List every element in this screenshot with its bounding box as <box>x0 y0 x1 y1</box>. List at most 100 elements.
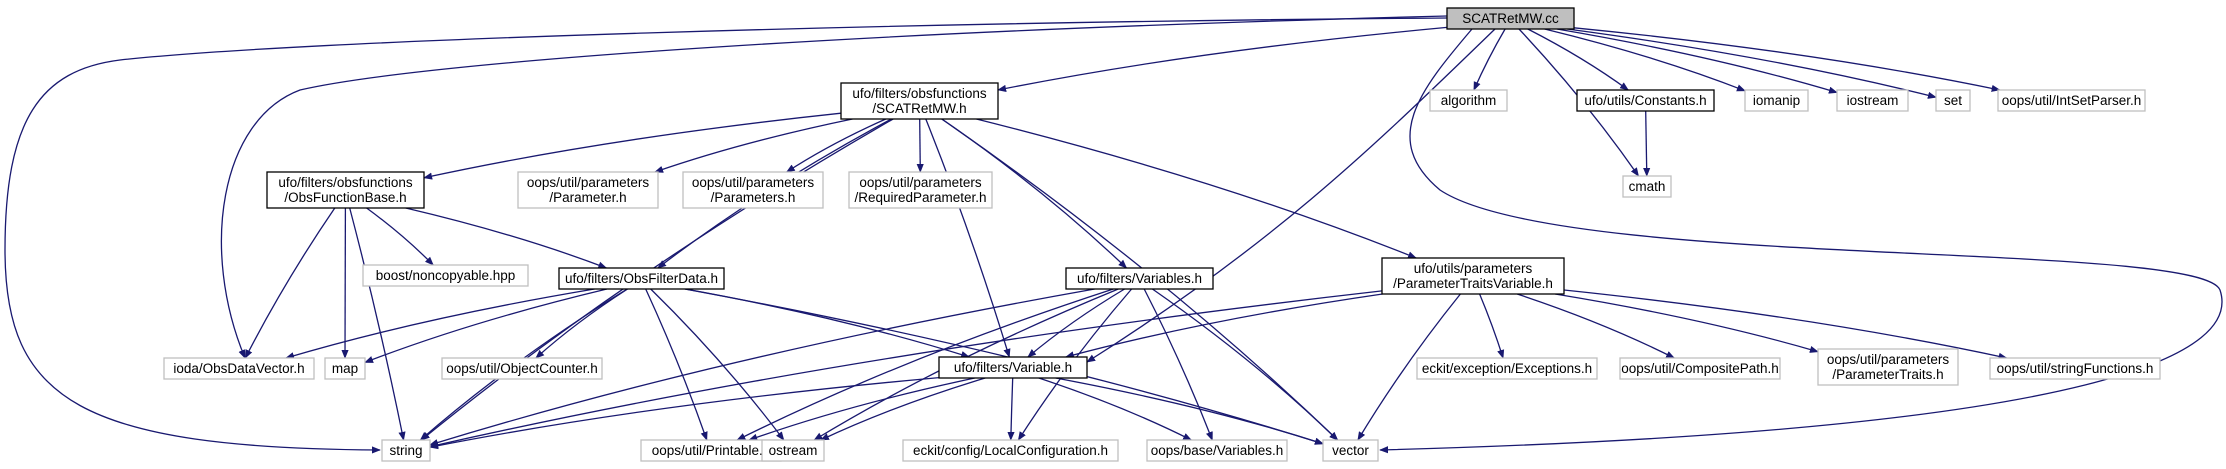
node-box <box>1446 7 1575 30</box>
node-box <box>938 356 1088 379</box>
edge-obsfilterdata_h-to-obsdatavector_h <box>285 288 595 360</box>
edge-scatretmw_cc-to-variable_h <box>1086 28 1496 363</box>
node-scatretmw_h[interactable]: ufo/filters/obsfunctions/SCATRetMW.h <box>840 82 999 120</box>
edge-scatretmw_h-to-requiredparameter_h <box>916 118 924 173</box>
node-box <box>1836 89 1909 112</box>
node-algorithm: algorithm <box>1429 89 1508 112</box>
node-parameters_h: oops/util/parameters/Parameters.h <box>682 171 824 209</box>
edge-variable_h-to-ostream <box>819 377 986 441</box>
edge-scatretmw_cc-to-iostream <box>1556 28 1838 94</box>
edge-variable_h-to-localconfiguration_h <box>1007 377 1015 441</box>
node-variable_h[interactable]: ufo/filters/Variable.h <box>938 356 1088 379</box>
node-box <box>1997 89 2146 112</box>
nodes-layer: SCATRetMW.cc ufo/filters/obsfunctions/SCA… <box>163 7 2161 462</box>
node-label: ostream <box>769 443 818 458</box>
node-variables_h[interactable]: ufo/filters/Variables.h <box>1065 267 1214 290</box>
node-label: string <box>389 443 422 458</box>
node-box <box>848 171 993 209</box>
node-label: /SCATRetMW.h <box>872 101 966 116</box>
node-scatretmw_cc[interactable]: SCATRetMW.cc <box>1446 7 1575 30</box>
node-paramtraitsvar_h[interactable]: ufo/utils/parameters/ParameterTraitsVari… <box>1381 257 1565 295</box>
node-label: cmath <box>1629 179 1666 194</box>
node-box <box>1381 257 1565 295</box>
node-parameter_h: oops/util/parameters/Parameter.h <box>517 171 659 209</box>
node-box <box>381 439 431 462</box>
node-box <box>1935 89 1971 112</box>
node-requiredparameter_h: oops/util/parameters/RequiredParameter.h <box>848 171 993 209</box>
node-label: /ObsFunctionBase.h <box>284 190 406 205</box>
node-box <box>1146 439 1288 462</box>
node-label: oops/util/Printable.h <box>652 443 771 458</box>
edge-variable_h-to-printable_h <box>748 377 975 441</box>
node-ostream: ostream <box>761 439 825 462</box>
node-label: oops/util/parameters <box>1827 352 1950 367</box>
edge-obsfilterdata_h-to-map <box>364 288 608 364</box>
node-label: ufo/utils/parameters <box>1414 261 1533 276</box>
node-box <box>1989 357 2161 380</box>
node-box <box>1622 175 1672 198</box>
edge-variables_h-to-vector <box>1152 288 1339 441</box>
node-box <box>1065 267 1214 290</box>
node-printable_h: oops/util/Printable.h <box>640 439 782 462</box>
node-label: oops/util/CompositePath.h <box>1621 361 1779 376</box>
node-boost_noncopyable: boost/noncopyable.hpp <box>362 264 529 287</box>
node-label: oops/util/parameters <box>859 175 982 190</box>
edge-scatretmw_h-to-parameter_h <box>654 118 853 173</box>
edge-variables_h-to-oops_variables_h <box>1143 288 1213 441</box>
node-box <box>324 357 366 380</box>
edge-paramtraitsvar_h-to-stringfunctions_h <box>1563 289 2008 360</box>
edge-scatretmw_h-to-obsfunctionbase_h <box>423 112 842 180</box>
node-obsdatavector_h: ioda/ObsDataVector.h <box>163 357 315 380</box>
node-box <box>1416 357 1598 380</box>
node-set: set <box>1935 89 1971 112</box>
node-box <box>163 357 315 380</box>
node-box <box>840 82 999 120</box>
edge-paramtraitsvar_h-to-parametertraits_h <box>1554 293 1819 353</box>
node-label: SCATRetMW.cc <box>1462 11 1559 26</box>
edge-paramtraitsvar_h-to-exceptions_h <box>1479 293 1505 359</box>
edge-obsfilterdata_h-to-printable_h <box>645 288 708 441</box>
node-box <box>682 171 824 209</box>
edge-variable_h-to-oops_variables_h <box>1038 377 1193 441</box>
edge-obsfunctionbase_h-to-obsfilterdata_h <box>405 207 608 269</box>
edge-paramtraitsvar_h-to-variable_h <box>1064 293 1383 359</box>
node-label: ioda/ObsDataVector.h <box>173 361 304 376</box>
node-label: ufo/utils/Constants.h <box>1584 93 1706 108</box>
node-box <box>1429 89 1508 112</box>
node-parametertraits_h: oops/util/parameters/ParameterTraits.h <box>1817 348 1959 386</box>
edges-layer <box>4 15 2223 454</box>
edge-variable_h-to-vector <box>1055 377 1324 445</box>
edge-scatretmw_cc-to-scatretmw_h <box>997 26 1448 92</box>
edge-variables_h-to-string <box>429 288 1095 446</box>
node-iomanip: iomanip <box>1744 89 1809 112</box>
node-label: oops/util/stringFunctions.h <box>1997 361 2154 376</box>
node-label: eckit/config/LocalConfiguration.h <box>913 443 1108 458</box>
edge-obsfunctionbase_h-to-string <box>349 207 406 441</box>
edge-scatretmw_cc-to-constants_h <box>1527 28 1629 91</box>
node-obsfilterdata_h[interactable]: ufo/filters/ObsFilterData.h <box>558 267 725 290</box>
edge-scatretmw_cc-to-algorithm <box>1473 28 1506 91</box>
node-exceptions_h: eckit/exception/Exceptions.h <box>1416 357 1598 380</box>
node-compositepath_h: oops/util/CompositePath.h <box>1619 357 1781 380</box>
node-box <box>902 439 1119 462</box>
node-constants_h[interactable]: ufo/utils/Constants.h <box>1576 89 1715 112</box>
node-label: ufo/filters/Variables.h <box>1077 271 1202 286</box>
node-box <box>517 171 659 209</box>
node-obsfunctionbase_h[interactable]: ufo/filters/obsfunctions/ObsFunctionBase… <box>266 171 425 209</box>
node-localconfiguration_h: eckit/config/LocalConfiguration.h <box>902 439 1119 462</box>
node-box <box>1744 89 1809 112</box>
edge-variable_h-to-string <box>429 376 940 450</box>
node-label: oops/util/parameters <box>527 175 650 190</box>
node-label: oops/base/Variables.h <box>1151 443 1284 458</box>
node-label: algorithm <box>1441 93 1497 108</box>
node-label: map <box>332 361 358 376</box>
edge-variables_h-to-printable_h <box>736 288 1114 441</box>
node-box <box>1619 357 1781 380</box>
node-label: ufo/filters/obsfunctions <box>852 86 987 101</box>
edge-paramtraitsvar_h-to-string <box>429 290 1383 449</box>
node-label: boost/noncopyable.hpp <box>376 268 516 283</box>
node-label: eckit/exception/Exceptions.h <box>1422 361 1592 376</box>
node-vector: vector <box>1322 439 1379 462</box>
edge-obsfunctionbase_h-to-obsdatavector_h <box>244 207 336 359</box>
